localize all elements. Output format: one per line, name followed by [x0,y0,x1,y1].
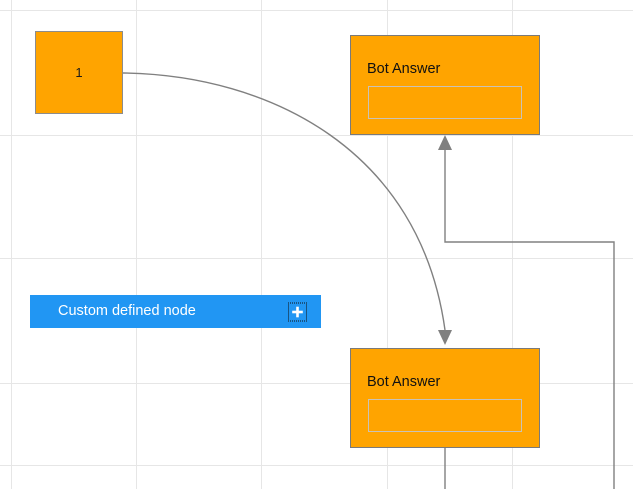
node-start-label: 1 [75,65,83,80]
node-bot-answer-bottom-title: Bot Answer [367,374,441,390]
edge-curved-start-to-bot-bottom[interactable] [122,72,446,331]
plus-icon[interactable] [288,302,307,321]
node-bot-answer-top[interactable]: Bot Answer [350,35,540,135]
edge-orthogonal-bot-bottom-to-top[interactable] [444,150,615,489]
node-custom-defined[interactable]: Custom defined node [30,295,321,328]
node-bot-answer-top-slot[interactable] [368,86,522,119]
node-bot-answer-bottom[interactable]: Bot Answer [350,348,540,448]
arrowhead-up-icon [438,135,452,150]
node-bot-answer-top-title: Bot Answer [367,61,441,77]
node-start[interactable]: 1 [35,31,123,114]
node-bot-answer-bottom-slot[interactable] [368,399,522,432]
node-custom-defined-label: Custom defined node [58,303,196,320]
arrowhead-down-icon [438,330,452,345]
